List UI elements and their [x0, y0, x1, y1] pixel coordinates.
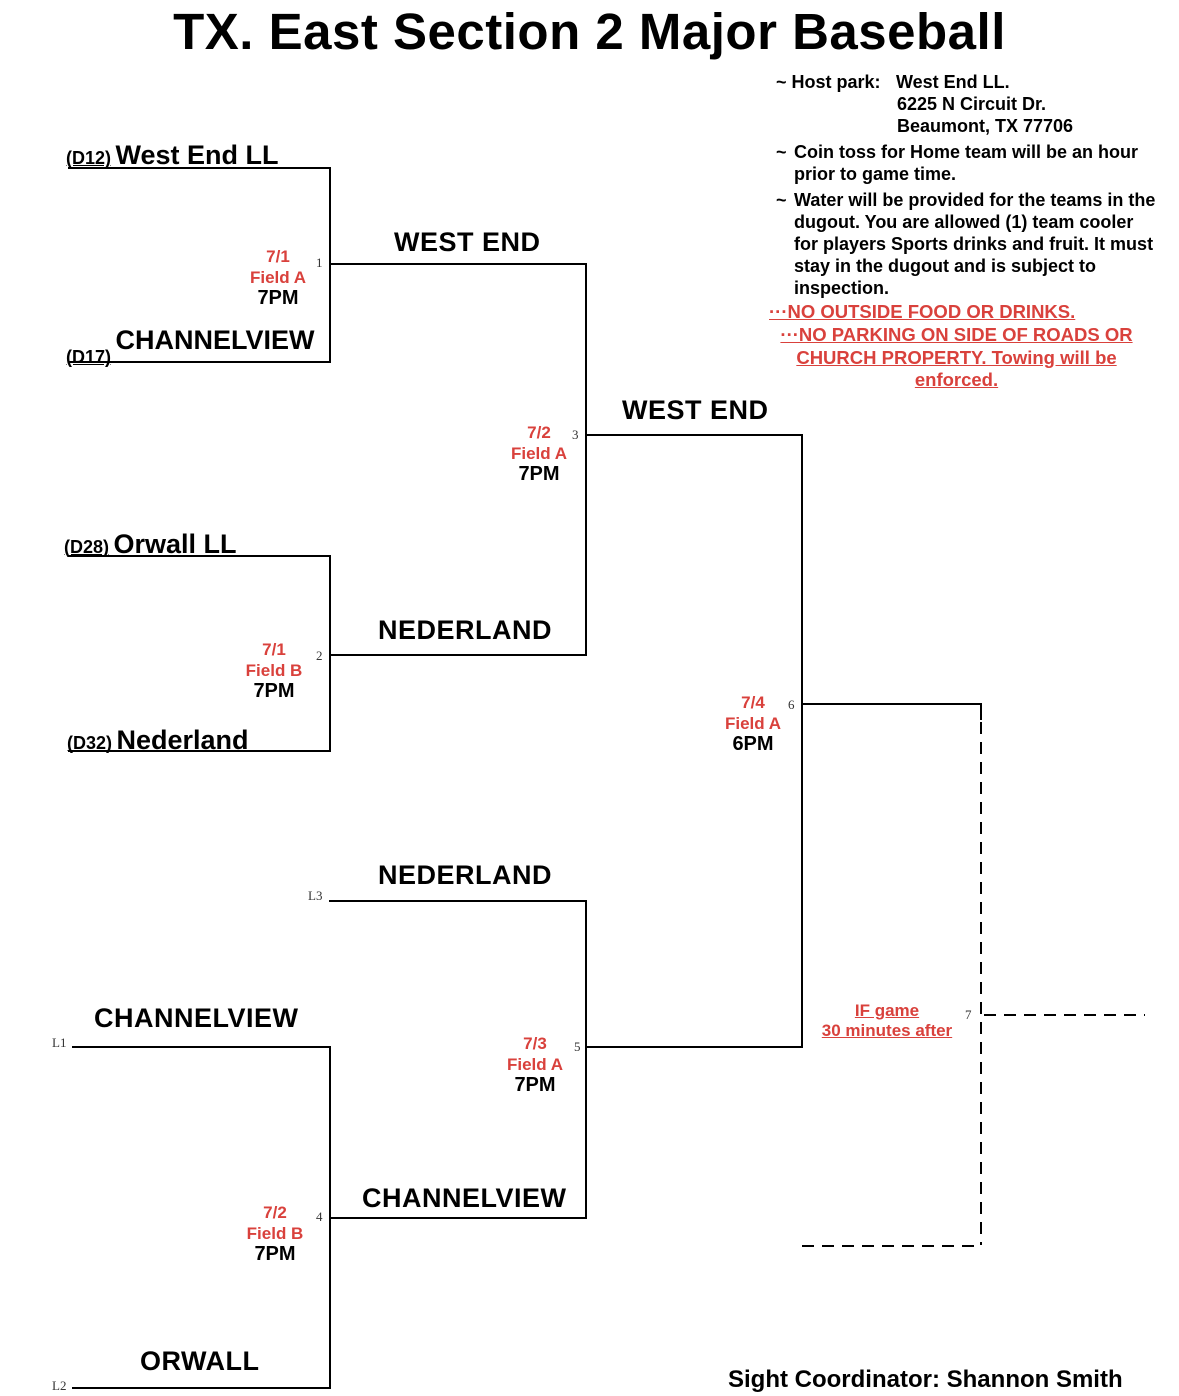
game-number-3: 3: [572, 427, 579, 442]
game3-time: 7PM: [518, 463, 560, 485]
game6-time: 6PM: [732, 733, 774, 755]
game7-if-line1: IF game: [854, 1001, 920, 1020]
game-number-4: 4: [316, 1209, 323, 1224]
game3-field: Field A: [510, 444, 568, 463]
host-line3: Beaumont, TX 77706: [897, 116, 1074, 136]
winner-label-g4: CHANNELVIEW: [362, 1183, 567, 1213]
game4-time: 7PM: [254, 1243, 296, 1265]
no-parking-warning: ···NO PARKING ON SIDE OF ROADS OR CHURCH…: [780, 324, 1133, 390]
game1-schedule: 7/1 Field A 7PM: [238, 246, 318, 309]
winner-label-g1: WEST END: [394, 227, 541, 257]
tilde-bullet-icon: ~: [776, 142, 787, 162]
winner-label-l3: NEDERLAND: [378, 860, 553, 890]
team2-name: CHANNELVIEW: [115, 325, 315, 355]
game-number-7: 7: [965, 1007, 972, 1022]
game-number-5: 5: [574, 1039, 581, 1054]
game1-field: Field A: [249, 268, 307, 287]
game6-field: Field A: [724, 714, 782, 733]
team1-seed: (D12): [66, 148, 112, 168]
team-slot-4: (D32) Nederland: [67, 725, 249, 756]
game6-schedule: 7/4 Field A 6PM: [713, 692, 793, 755]
info-block: ~ Host park: West End LL. 6225 N Circuit…: [776, 71, 1156, 299]
game2-time: 7PM: [253, 680, 295, 702]
team3-seed: (D28): [64, 537, 110, 557]
game4-field: Field B: [246, 1224, 304, 1243]
host-line1: West End LL.: [896, 72, 1010, 92]
winner-label-g2: NEDERLAND: [378, 615, 553, 645]
game4-date: 7/2: [263, 1203, 287, 1222]
page-title: TX. East Section 2 Major Baseball: [173, 3, 1006, 60]
team-slot-2: (D17) CHANNELVIEW: [66, 325, 315, 367]
game1-time: 7PM: [257, 287, 299, 309]
game-number-6: 6: [788, 697, 795, 712]
host-line2: 6225 N Circuit Dr.: [897, 94, 1047, 114]
game3-date: 7/2: [527, 423, 551, 442]
game5-time: 7PM: [514, 1074, 556, 1096]
game6-date: 7/4: [741, 693, 765, 712]
team4-name: Nederland: [116, 725, 249, 755]
host-label: ~ Host park:: [776, 72, 881, 92]
team1-name: West End LL: [115, 140, 279, 170]
team-slot-1: (D12) West End LL: [66, 140, 278, 171]
game7-if-line2: 30 minutes after: [821, 1021, 953, 1040]
team2-seed: (D17): [66, 347, 112, 367]
game3-schedule: 7/2 Field A 7PM: [499, 422, 579, 485]
winner-label-l2: ORWALL: [140, 1346, 260, 1376]
game7-if-note: IF game 30 minutes after: [812, 1001, 962, 1041]
game2-schedule: 7/1 Field B 7PM: [234, 639, 314, 702]
game-number-2: 2: [316, 648, 323, 663]
game5-field: Field A: [506, 1055, 564, 1074]
winner-label-l1: CHANNELVIEW: [94, 1003, 299, 1033]
game2-field: Field B: [245, 661, 303, 680]
footer-coordinator: Sight Coordinator: Shannon Smith: [728, 1366, 1123, 1393]
loser-slot-l2: L2: [52, 1378, 67, 1393]
winner-label-g3: WEST END: [622, 395, 769, 425]
coin-toss-note: Coin toss for Home team will be an hour …: [794, 142, 1139, 184]
team4-seed: (D32): [67, 733, 113, 753]
team-slot-3: (D28) Orwall LL: [64, 529, 237, 560]
loser-slot-l1: L1: [52, 1035, 67, 1050]
game-number-1: 1: [316, 255, 323, 270]
team3-name: Orwall LL: [113, 529, 237, 559]
water-note: Water will be provided for the teams in …: [794, 190, 1156, 298]
game5-date: 7/3: [523, 1034, 547, 1053]
game1-date: 7/1: [266, 247, 290, 266]
tilde-bullet-icon: ~: [776, 190, 787, 210]
loser-slot-l3: L3: [308, 888, 323, 903]
game4-schedule: 7/2 Field B 7PM: [235, 1202, 315, 1265]
game2-date: 7/1: [262, 640, 286, 659]
game5-schedule: 7/3 Field A 7PM: [495, 1033, 575, 1096]
no-food-warning: ···NO OUTSIDE FOOD OR DRINKS.: [769, 301, 1076, 322]
